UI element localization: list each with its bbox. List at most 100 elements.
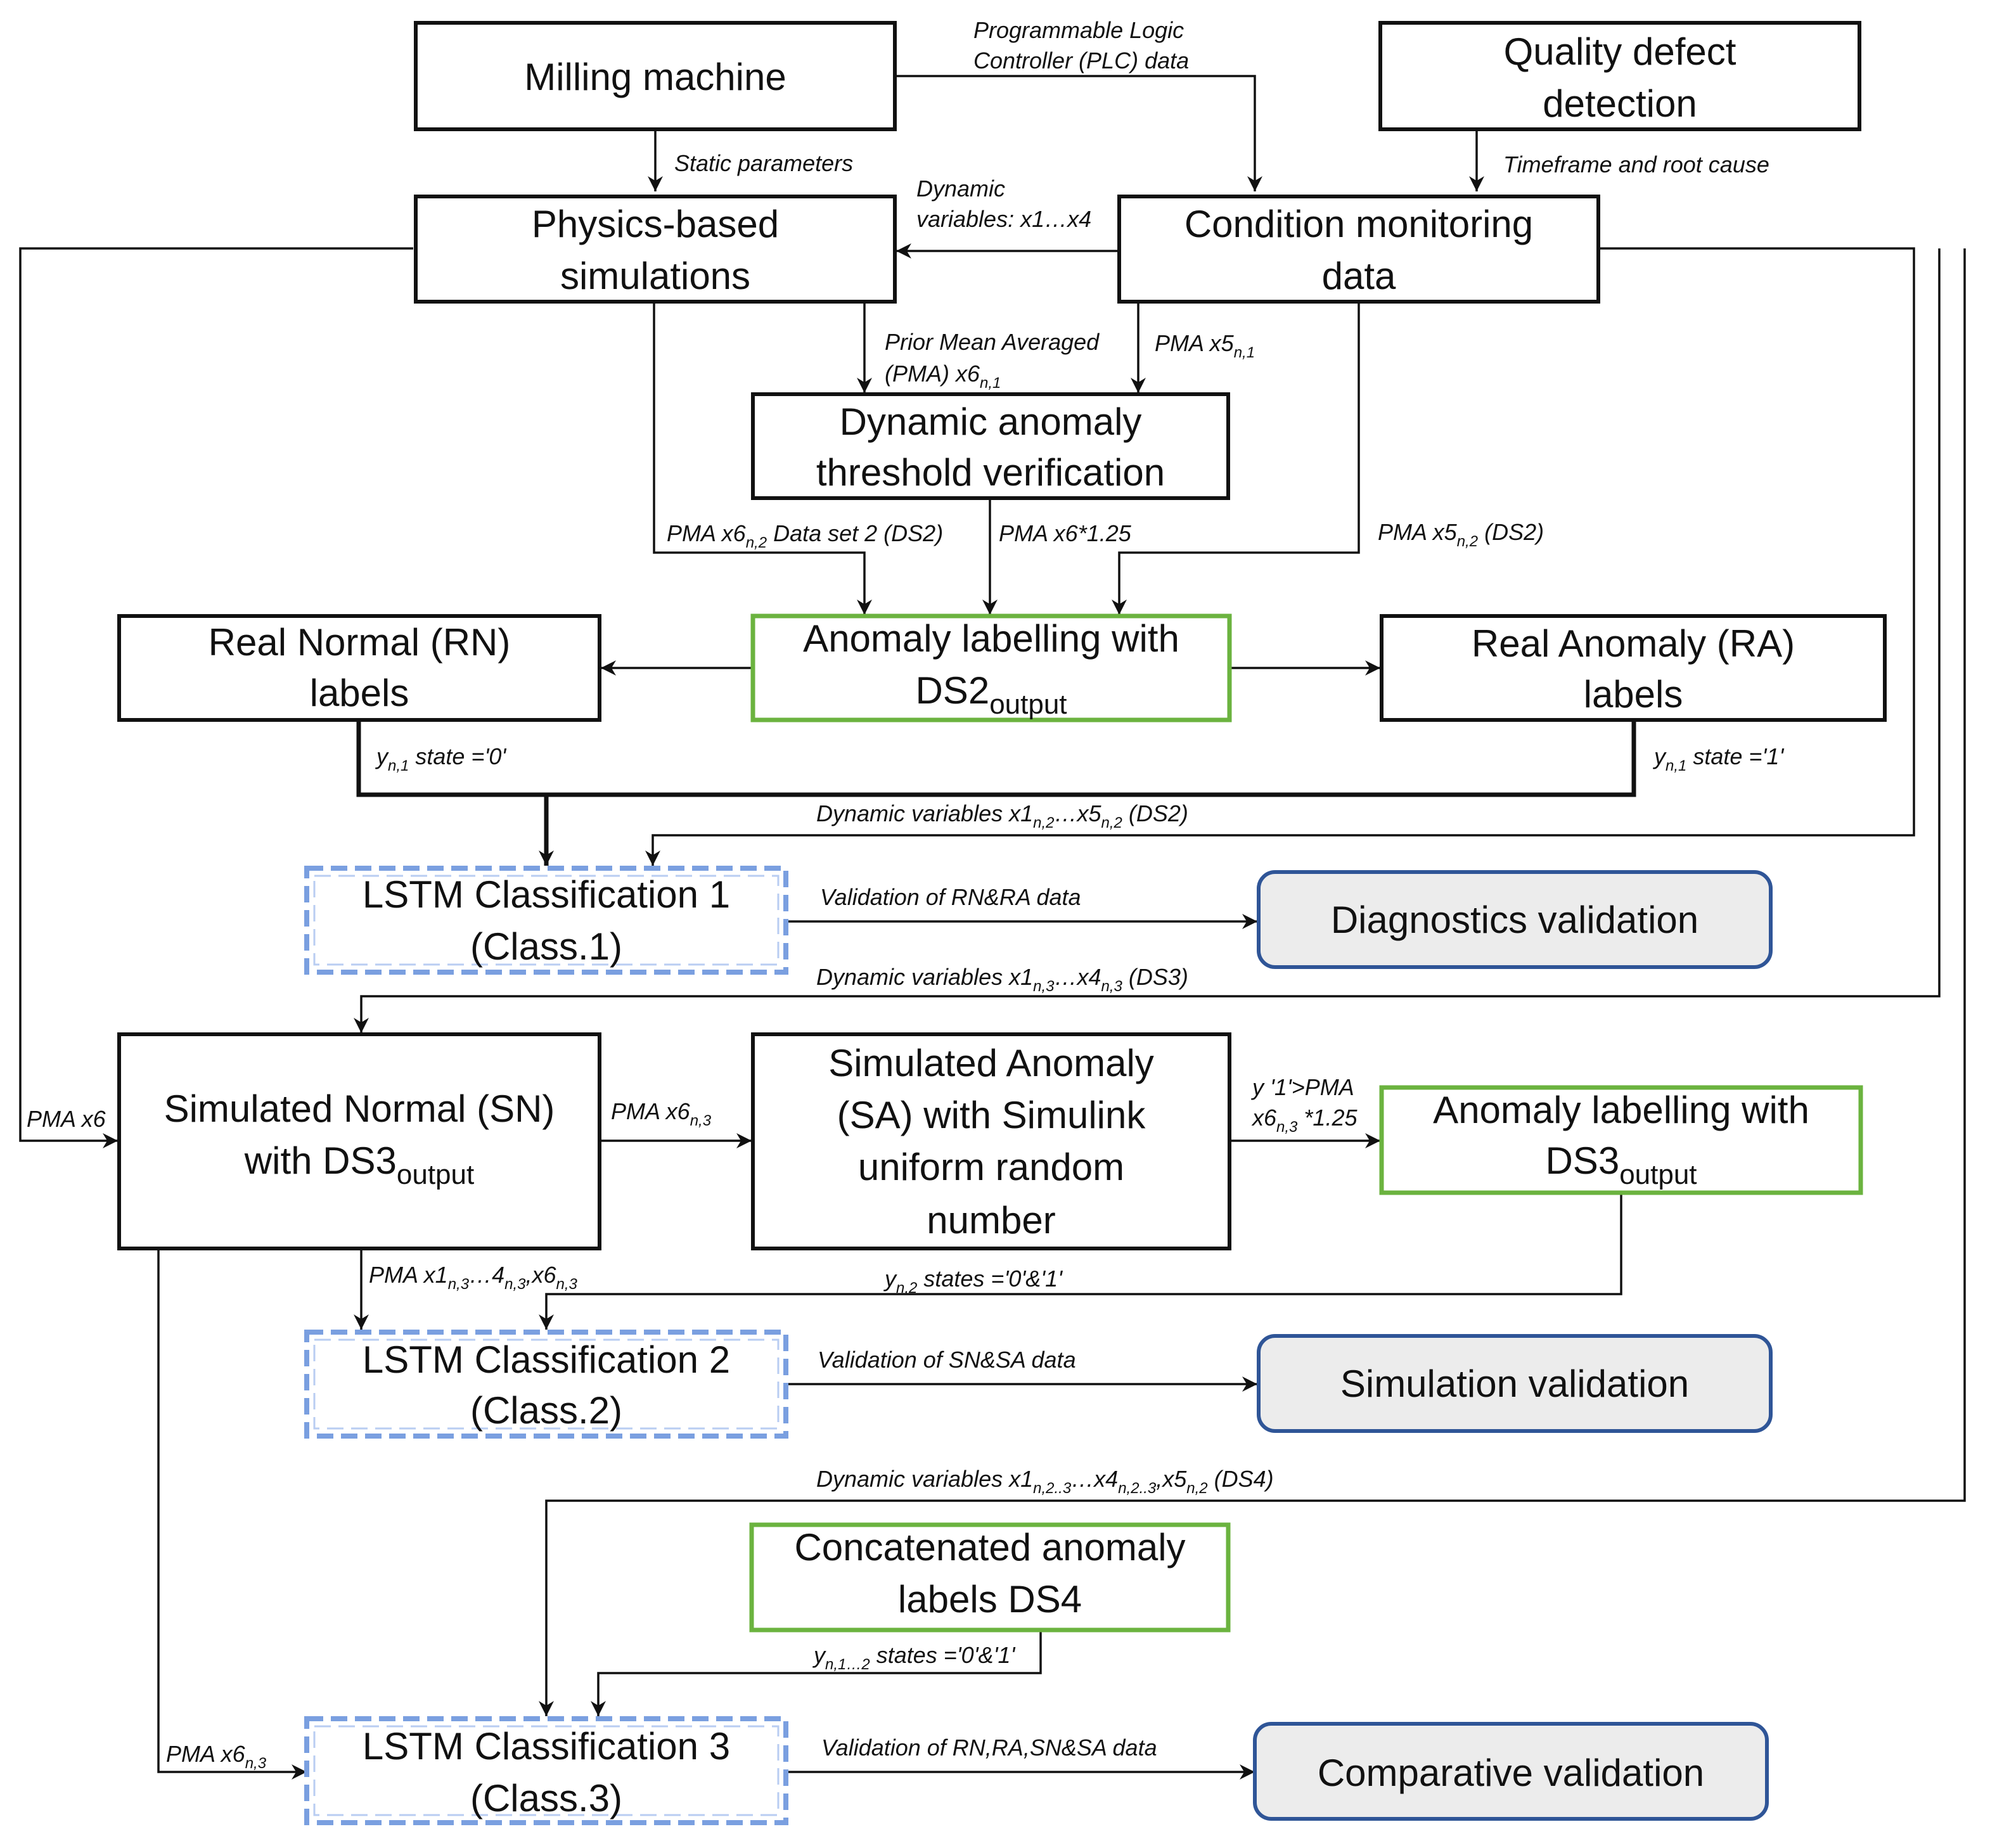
- yn12-base: y: [812, 1642, 826, 1668]
- quality-defect-box: Quality defect detection: [1378, 21, 1861, 131]
- label-dyn-ds3: Dynamic variables x1n,3…x4n,3 (DS3): [816, 964, 1188, 995]
- pma-x6n3-subscript: n,3: [690, 1112, 712, 1129]
- label-yn1-state1: yn,1 state ='1': [1652, 743, 1784, 774]
- lstm1-label-line1: LSTM Classification 1: [363, 873, 730, 916]
- label-dynamic-line1: Dynamic: [916, 176, 1005, 202]
- label-plc-line1: Programmable Logic: [973, 17, 1184, 43]
- real-normal-box: Real Normal (RN) labels: [117, 614, 601, 722]
- milling-machine-label: Milling machine: [524, 56, 786, 98]
- label-yn2-states: yn,2 states ='0'&'1': [883, 1266, 1063, 1297]
- lstm2-label-line2: (Class.2): [470, 1389, 622, 1432]
- threshold-label-line1: Dynamic anomaly: [840, 401, 1142, 443]
- ds4-dyn-b: …x4: [1071, 1466, 1118, 1492]
- pma-x6n3b-subscript: n,3: [245, 1755, 267, 1772]
- pma-x1-c: ,x6: [525, 1262, 556, 1288]
- label-pma-x6-n3: PMA x6n,3: [611, 1098, 712, 1129]
- pma-x5n2-base: PMA x5: [1378, 519, 1458, 545]
- label-pma-x6-n3-bottom: PMA x6n,3: [166, 1741, 267, 1772]
- lstm-classification-1-box: LSTM Classification 1 (Class.1): [304, 866, 788, 975]
- ds2-label-line2: DS2output: [915, 669, 1067, 720]
- yn1-0-base: y: [375, 743, 389, 769]
- yn1-0-tail: state ='0': [409, 743, 506, 769]
- pma-x5n2-tail: (DS2): [1478, 519, 1544, 545]
- sn-subscript: output: [397, 1159, 474, 1190]
- ds2-dyn-c: (DS2): [1122, 800, 1188, 826]
- label-y1-pma-line2: x6n,3 *1.25: [1251, 1105, 1358, 1136]
- pma-x5-subscript: n,1: [1234, 344, 1255, 361]
- arrow-condition-to-lstm3: [539, 248, 1966, 1716]
- label-pma-x5-ds2: PMA x5n,2 (DS2): [1378, 519, 1544, 550]
- arrow-condition-to-ds2: [1112, 302, 1360, 615]
- ds3-dyn-b: …x4: [1055, 964, 1101, 990]
- label-yn12-states: yn,1…2 states ='0'&'1': [812, 1642, 1015, 1673]
- ra-label-line2: labels: [1584, 673, 1683, 715]
- label-pma-x5-n1: PMA x5n,1: [1155, 330, 1255, 361]
- concat-label-line2: labels DS4: [898, 1578, 1082, 1620]
- yn2-subscript: n,2: [896, 1280, 917, 1297]
- pma-x1-sub1: n,3: [448, 1276, 470, 1293]
- arrow-physics-to-sn: [19, 247, 413, 1148]
- merge-rn-ra: [356, 720, 1636, 797]
- ra-label-line1: Real Anomaly (RA): [1472, 622, 1795, 665]
- lstm3-label-line1: LSTM Classification 3: [363, 1725, 730, 1768]
- lstm2-label-line1: LSTM Classification 2: [363, 1338, 730, 1381]
- rn-label-line1: Real Normal (RN): [209, 621, 511, 664]
- arrow-ds3-to-lstm2: [539, 1193, 1622, 1330]
- condition-label-line2: data: [1322, 255, 1396, 297]
- comp-val-label: Comparative validation: [1318, 1752, 1704, 1794]
- physics-label-line2: simulations: [560, 255, 750, 297]
- label-pma-x1-x6: PMA x1n,3…4n,3,x6n,3: [369, 1262, 578, 1293]
- sa-label-line2: (SA) with Simulink: [837, 1094, 1146, 1136]
- pma-x6n2-subscript: n,2: [746, 534, 767, 551]
- prior-subscript: n,1: [980, 375, 1001, 392]
- ds4-dyn-sub2: n,2..3: [1118, 1480, 1157, 1497]
- ds3-label-line1: Anomaly labelling with: [1433, 1089, 1809, 1131]
- physics-label-line1: Physics-based: [532, 203, 779, 245]
- ds3-dyn-sub1: n,3: [1033, 978, 1055, 995]
- sa-label-line1: Simulated Anomaly: [828, 1042, 1154, 1084]
- lstm-classification-2-box: LSTM Classification 2 (Class.2): [304, 1330, 788, 1439]
- physics-simulations-box: Physics-based simulations: [414, 195, 897, 304]
- pma-x6n3-base: PMA x6: [611, 1098, 691, 1124]
- ds2-base: DS2: [915, 669, 989, 712]
- sa-label-line4: number: [927, 1199, 1055, 1242]
- ds4-dyn-sub3: n,2: [1186, 1480, 1207, 1497]
- simulated-anomaly-box: Simulated Anomaly (SA) with Simulink uni…: [751, 1032, 1231, 1250]
- ds2-dyn-a: Dynamic variables x1: [816, 800, 1033, 826]
- ds3-dyn-c: (DS3): [1122, 964, 1188, 990]
- label-dyn-ds2: Dynamic variables x1n,2…x5n,2 (DS2): [816, 800, 1188, 831]
- label-dyn-ds4: Dynamic variables x1n,2..3…x4n,2..3,x5n,…: [816, 1466, 1274, 1497]
- ds2-dyn-b: …x5: [1055, 800, 1102, 826]
- prior-base: (PMA) x6: [885, 361, 980, 387]
- lstm1-label-line2: (Class.1): [470, 925, 622, 968]
- label-validation-snsa: Validation of SN&SA data: [818, 1347, 1076, 1373]
- yn1-0-subscript: n,1: [388, 757, 409, 774]
- ds3-subscript: output: [1619, 1159, 1697, 1190]
- pma-x5n2-subscript: n,2: [1457, 533, 1478, 550]
- pma-x6n2-tail: Data set 2 (DS2): [767, 520, 943, 546]
- yn12-tail: states ='0'&'1': [870, 1642, 1016, 1668]
- ds4-dyn-sub1: n,2..3: [1033, 1480, 1072, 1497]
- diag-val-label: Diagnostics validation: [1331, 899, 1698, 941]
- label-plc-line2: Controller (PLC) data: [973, 48, 1189, 74]
- condition-label-line1: Condition monitoring: [1184, 203, 1533, 245]
- yn2-tail: states ='0'&'1': [917, 1266, 1063, 1292]
- pma-x1-a: PMA x1: [369, 1262, 448, 1288]
- label-pma-x6-ds2: PMA x6n,2 Data set 2 (DS2): [667, 520, 943, 551]
- label-static-parameters: Static parameters: [674, 150, 853, 176]
- arrow-condition-to-lstm1: [645, 247, 1915, 866]
- anomaly-labelling-ds3-box: Anomaly labelling with DS3output: [1379, 1085, 1863, 1195]
- lstm3-label-line2: (Class.3): [470, 1777, 622, 1819]
- diagnostics-validation-box: Diagnostics validation: [1257, 870, 1773, 969]
- ds4-dyn-a: Dynamic variables x1: [816, 1466, 1033, 1492]
- condition-monitoring-box: Condition monitoring data: [1117, 195, 1600, 304]
- yn2-base: y: [883, 1266, 897, 1292]
- quality-label-line2: detection: [1543, 82, 1697, 125]
- pma-x1-sub3: n,3: [556, 1276, 578, 1293]
- label-validation-all: Validation of RN,RA,SN&SA data: [821, 1735, 1157, 1761]
- ds4-dyn-d: (DS4): [1208, 1466, 1274, 1492]
- y1pma-tail: *1.25: [1297, 1105, 1358, 1131]
- yn12-subscript: n,1…2: [825, 1656, 870, 1673]
- pma-x5-base: PMA x5: [1155, 330, 1235, 356]
- ds2-label-line1: Anomaly labelling with: [803, 617, 1179, 660]
